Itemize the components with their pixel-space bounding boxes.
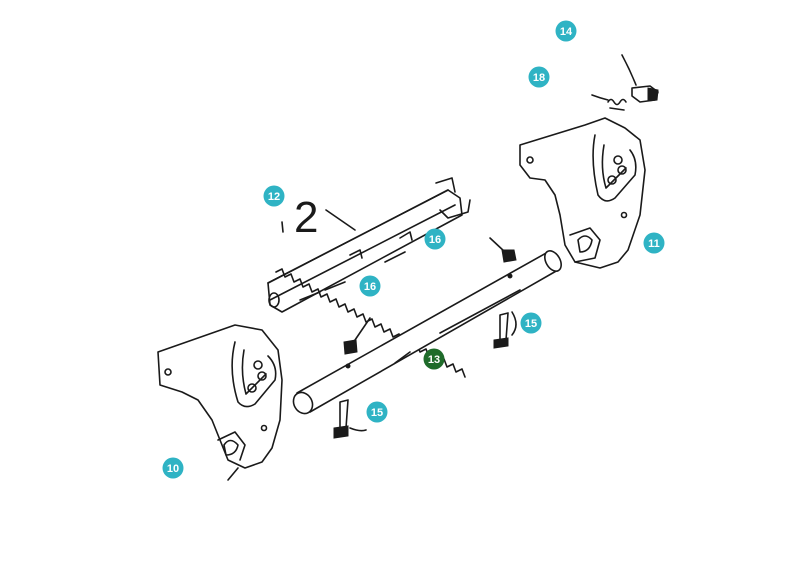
callout-badge-13[interactable]: 13 bbox=[423, 348, 445, 370]
callout-circle bbox=[423, 348, 445, 370]
callout-label: 11 bbox=[648, 238, 660, 250]
callout-badge-18[interactable]: 18 bbox=[528, 66, 550, 88]
callout-circle bbox=[366, 401, 388, 423]
callout-label: 16 bbox=[364, 281, 376, 293]
callout-badge-16[interactable]: 16 bbox=[359, 275, 381, 297]
spring-part bbox=[591, 94, 627, 111]
callout-label: 14 bbox=[560, 26, 573, 38]
callout-circle bbox=[643, 232, 665, 254]
callout-circle bbox=[528, 66, 550, 88]
callout-badge-15[interactable]: 15 bbox=[366, 401, 388, 423]
callout-circle bbox=[520, 312, 542, 334]
callout-badge-10[interactable]: 10 bbox=[162, 457, 184, 479]
callout-badge-12[interactable]: 12 bbox=[263, 185, 285, 207]
callout-label: 15 bbox=[371, 407, 383, 419]
callout-circle bbox=[162, 457, 184, 479]
callout-label: 12 bbox=[268, 191, 280, 203]
bolt-part-mid bbox=[343, 237, 517, 355]
callout-label: 18 bbox=[533, 72, 545, 84]
shaft-tube bbox=[292, 250, 562, 415]
callout-circle bbox=[263, 185, 285, 207]
callout-badge-16[interactable]: 16 bbox=[424, 228, 446, 250]
callout-label: 10 bbox=[167, 463, 179, 475]
side-plate-right bbox=[519, 117, 646, 269]
callout-circle bbox=[555, 20, 577, 42]
handwritten-label: 2 bbox=[281, 193, 356, 242]
pin-part-left bbox=[333, 399, 367, 439]
side-plate-left bbox=[157, 324, 283, 481]
callout-label: 16 bbox=[429, 234, 441, 246]
callout-label: 13 bbox=[428, 354, 440, 366]
callout-layer: 14 18 12 16 16 11 15 13 15 10 bbox=[162, 20, 665, 479]
callout-badge-11[interactable]: 11 bbox=[643, 232, 665, 254]
callout-circle bbox=[424, 228, 446, 250]
callout-badge-14[interactable]: 14 bbox=[555, 20, 577, 42]
callout-circle bbox=[359, 275, 381, 297]
callout-badge-15[interactable]: 15 bbox=[520, 312, 542, 334]
callout-label: 15 bbox=[525, 318, 537, 330]
handwritten-number: 2 bbox=[294, 193, 318, 242]
bolt-part-top bbox=[621, 54, 659, 103]
rack-bar bbox=[267, 177, 471, 378]
pin-part-right bbox=[493, 311, 517, 349]
